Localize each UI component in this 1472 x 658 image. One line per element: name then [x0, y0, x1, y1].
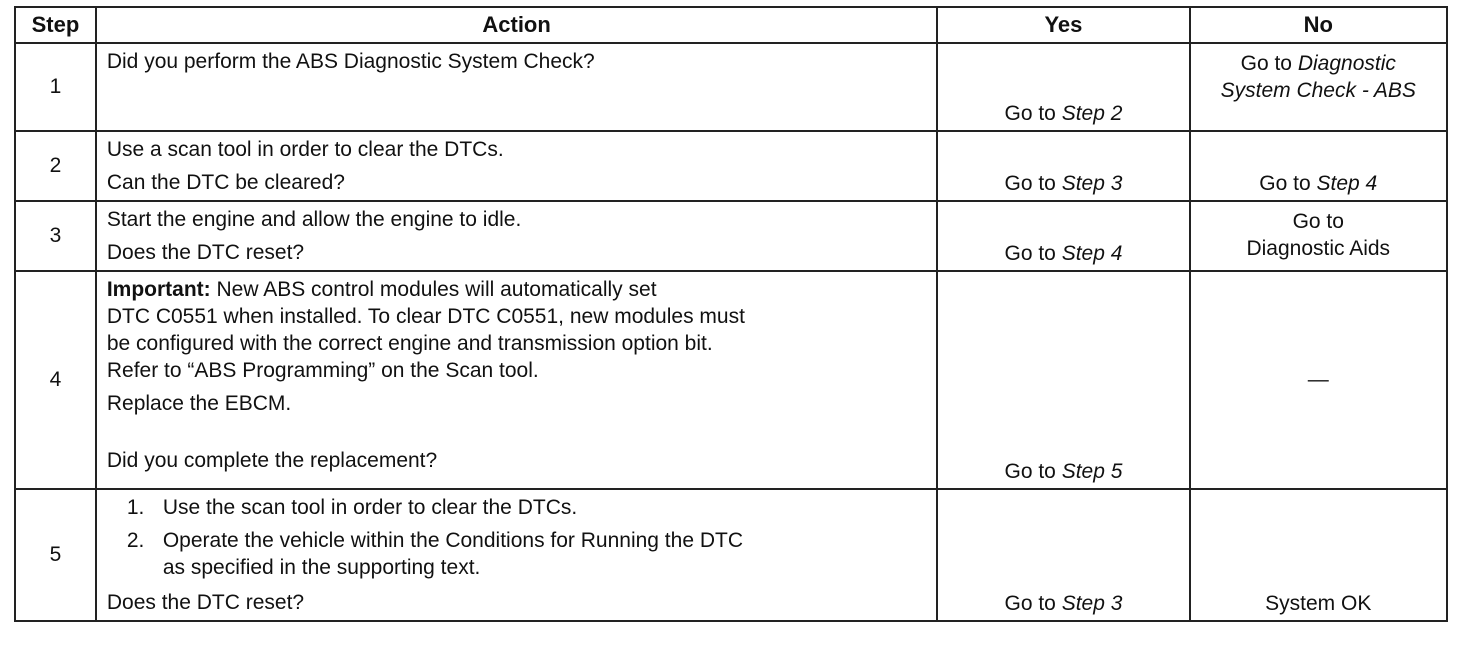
no-cell: System OK [1188, 488, 1449, 622]
diagnostic-table: Step Action Yes No 1 Did you perform the… [14, 6, 1449, 622]
no-link[interactable]: Diagnostic [1297, 52, 1396, 75]
no-prefix: Go to [1259, 172, 1317, 195]
no-link[interactable]: System Check - ABS [1220, 79, 1416, 102]
action-text: Use a scan tool in order to clear the DT… [106, 138, 504, 161]
list-text: as specified in the supporting text. [162, 556, 481, 579]
no-cell: — [1188, 270, 1449, 490]
important-text: be configured with the correct engine an… [106, 332, 713, 355]
table-row: 1 Did you perform the ABS Diagnostic Sys… [14, 42, 1449, 132]
important-text: New ABS control modules will automatical… [210, 278, 657, 301]
yes-cell[interactable]: Go to Step 2 [936, 42, 1191, 132]
action-question: Does the DTC reset? [106, 241, 305, 264]
step-number: 5 [14, 488, 97, 622]
header-no: No [1188, 6, 1449, 44]
yes-prefix: Go to [1004, 242, 1062, 265]
action-cell: Start the engine and allow the engine to… [94, 200, 939, 272]
table-row: 5 1. Use the scan tool in order to clear… [14, 488, 1449, 622]
yes-cell[interactable]: Go to Step 4 [936, 200, 1191, 272]
yes-link[interactable]: Step 3 [1061, 592, 1123, 615]
table-row: 3 Start the engine and allow the engine … [14, 200, 1449, 272]
action-text: Start the engine and allow the engine to… [106, 208, 522, 231]
list-item: 2. Operate the vehicle within the Condit… [107, 527, 927, 581]
table-row: 4 Important: New ABS control modules wil… [14, 270, 1449, 490]
no-link[interactable]: Step 4 [1316, 172, 1378, 195]
action-cell: Use a scan tool in order to clear the DT… [94, 130, 939, 202]
list-number: 1. [126, 496, 145, 519]
yes-link[interactable]: Step 4 [1061, 242, 1123, 265]
header-yes: Yes [936, 6, 1191, 44]
list-text: Use the scan tool in order to clear the … [162, 496, 578, 519]
action-list: 1. Use the scan tool in order to clear t… [107, 494, 927, 581]
step-number: 1 [14, 42, 97, 132]
no-cell[interactable]: Go to Diagnostic System Check - ABS [1188, 42, 1449, 132]
important-text: DTC C0551 when installed. To clear DTC C… [106, 305, 745, 328]
yes-cell[interactable]: Go to Step 5 [936, 270, 1191, 490]
important-text: Refer to “ABS Programming” on the Scan t… [106, 359, 539, 382]
action-text: Did you perform the ABS Diagnostic Syste… [106, 50, 595, 73]
no-text: System OK [1265, 592, 1372, 615]
step-number: 2 [14, 130, 97, 202]
action-cell: Important: New ABS control modules will … [94, 270, 939, 490]
action-cell: 1. Use the scan tool in order to clear t… [94, 488, 939, 622]
no-prefix: Go to [1240, 52, 1298, 75]
step-number: 3 [14, 200, 97, 272]
important-note: Important: New ABS control modules will … [107, 276, 927, 384]
yes-cell[interactable]: Go to Step 3 [936, 130, 1191, 202]
important-label: Important: [106, 278, 211, 301]
header-action: Action [94, 6, 939, 44]
yes-cell[interactable]: Go to Step 3 [936, 488, 1191, 622]
no-link[interactable]: Diagnostic Aids [1246, 237, 1391, 260]
header-step: Step [14, 6, 97, 44]
no-dash: — [1307, 368, 1329, 391]
action-text: Replace the EBCM. [106, 392, 292, 415]
yes-prefix: Go to [1004, 102, 1062, 125]
header-row: Step Action Yes No [14, 6, 1449, 44]
list-item: 1. Use the scan tool in order to clear t… [107, 494, 927, 521]
list-number: 2. [126, 529, 145, 552]
yes-prefix: Go to [1004, 592, 1062, 615]
list-text: Operate the vehicle within the Condition… [162, 529, 743, 552]
yes-prefix: Go to [1004, 172, 1062, 195]
no-cell[interactable]: Go to Step 4 [1188, 130, 1449, 202]
action-cell: Did you perform the ABS Diagnostic Syste… [94, 42, 939, 132]
action-question: Did you complete the replacement? [106, 449, 438, 472]
step-number: 4 [14, 270, 97, 490]
table-row: 2 Use a scan tool in order to clear the … [14, 130, 1449, 202]
yes-link[interactable]: Step 2 [1061, 102, 1123, 125]
action-question: Can the DTC be cleared? [106, 171, 345, 194]
no-text: Go to [1292, 210, 1344, 233]
no-cell[interactable]: Go to Diagnostic Aids [1188, 200, 1449, 272]
yes-prefix: Go to [1004, 460, 1062, 483]
yes-link[interactable]: Step 5 [1061, 460, 1123, 483]
yes-link[interactable]: Step 3 [1061, 172, 1123, 195]
action-question: Does the DTC reset? [106, 591, 305, 614]
